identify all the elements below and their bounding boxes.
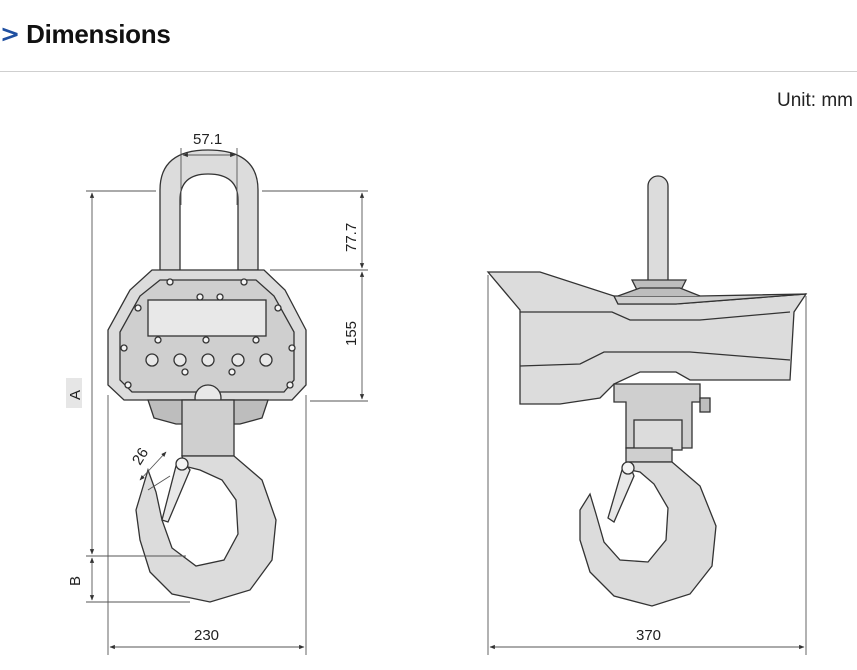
dim-hook-depth: B <box>67 576 84 586</box>
dim-overall-width: 230 <box>194 627 219 644</box>
front-dimensions <box>86 148 368 655</box>
dim-a-highlight <box>66 378 82 408</box>
side-dimensions <box>487 275 807 655</box>
dim-overall-height: A <box>67 390 84 400</box>
dim-shackle-height: 77.7 <box>343 223 360 252</box>
shackle <box>159 149 259 271</box>
chevron-right-icon: > <box>0 20 21 48</box>
section-header: > Dimensions <box>0 14 171 54</box>
hook <box>135 455 277 603</box>
dim-body-height: 155 <box>343 321 360 346</box>
section-title: Dimensions <box>26 18 171 49</box>
display-window <box>147 299 267 337</box>
keypad-buttons <box>145 353 273 367</box>
shackle-side <box>647 175 669 295</box>
hook-side <box>579 461 717 607</box>
dim-hook-opening: 26 <box>129 445 152 468</box>
unit-label: Unit: mm <box>777 90 853 111</box>
header-divider <box>0 71 857 72</box>
front-view <box>107 149 307 603</box>
side-view <box>486 175 808 607</box>
dim-shackle-width: 57.1 <box>193 131 222 148</box>
dim-side-width: 370 <box>636 627 661 644</box>
